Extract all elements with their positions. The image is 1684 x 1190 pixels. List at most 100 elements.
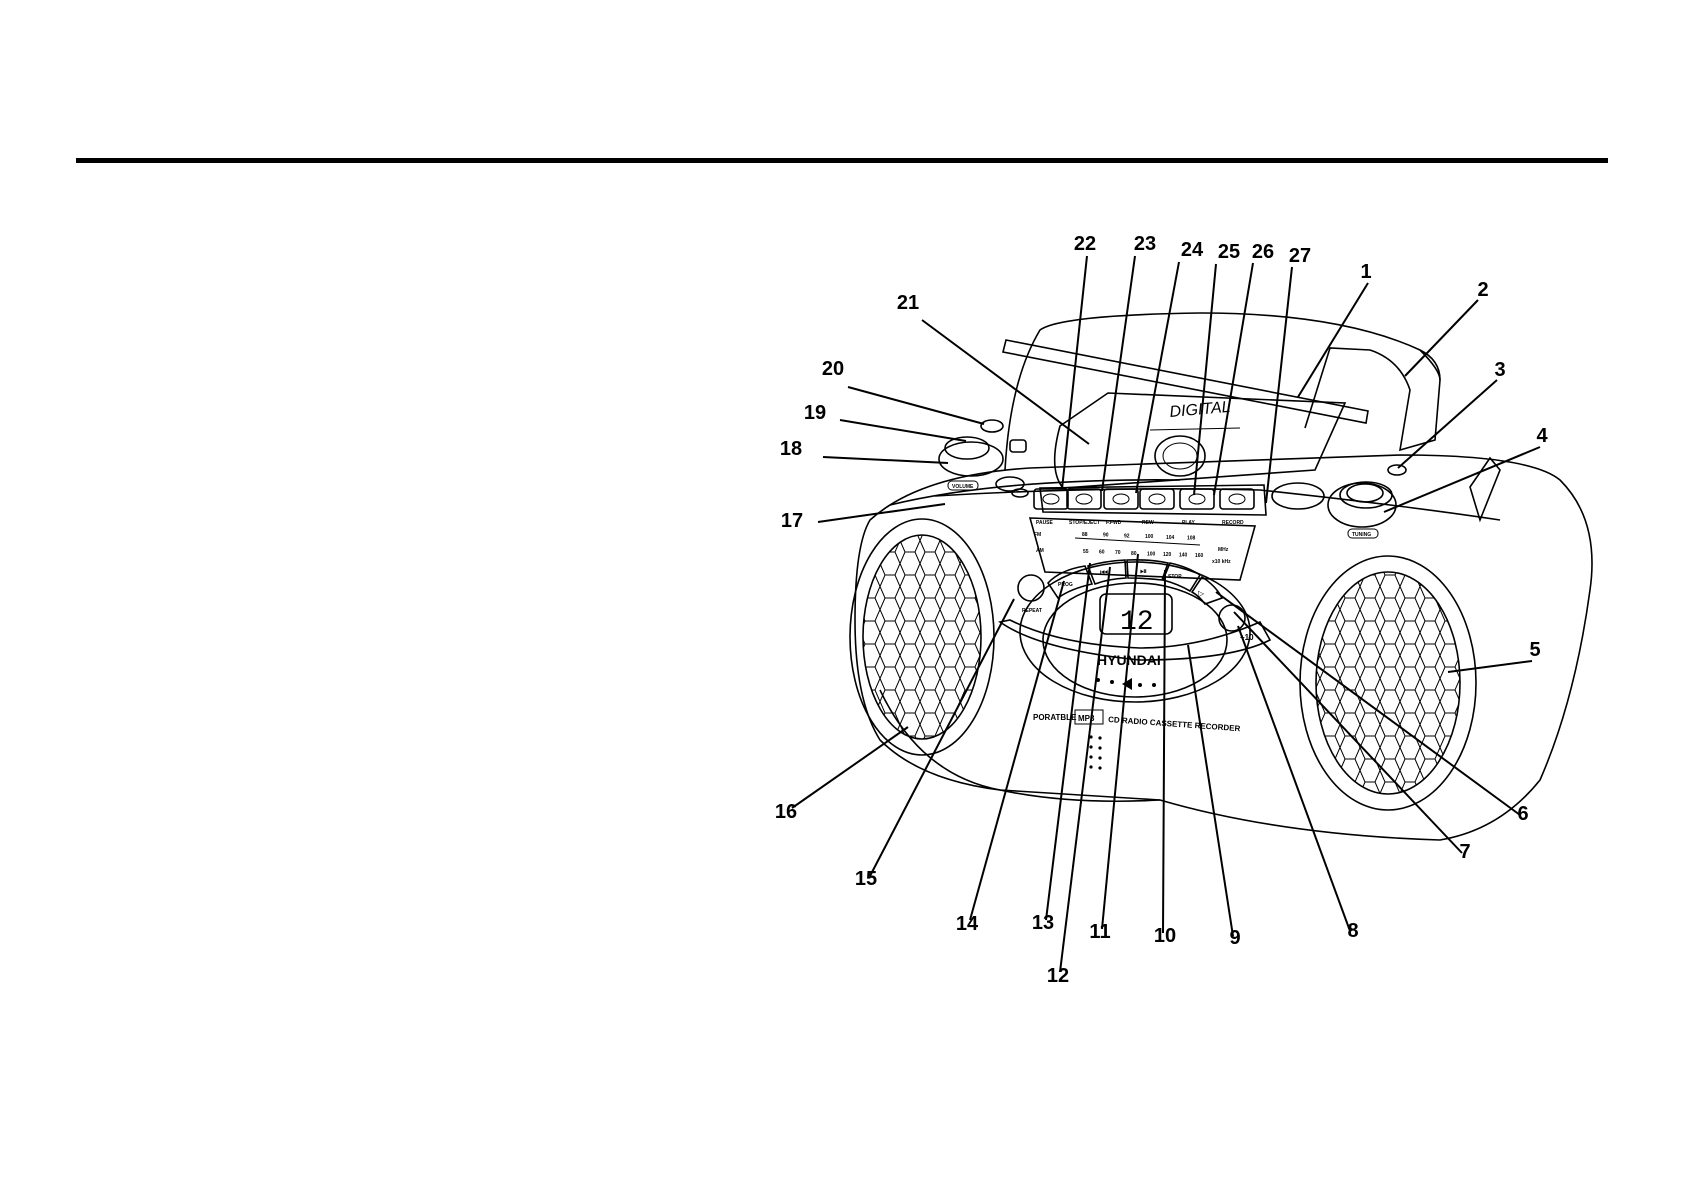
callout-8: 8 bbox=[1347, 920, 1358, 942]
callout-3: 3 bbox=[1494, 359, 1505, 381]
tuning-label-box bbox=[1347, 528, 1379, 539]
product-line-mp3: MP3 bbox=[1078, 714, 1095, 723]
leader-line-24 bbox=[1135, 261, 1180, 494]
callout-4: 4 bbox=[1536, 425, 1548, 447]
cassette-rew-button[interactable] bbox=[1139, 488, 1175, 510]
leader-line-6 bbox=[1215, 591, 1521, 816]
callout-12: 12 bbox=[1047, 965, 1069, 987]
fm-tick-5: 108 bbox=[1187, 536, 1196, 542]
cassette-f-fwd-button[interactable] bbox=[1103, 488, 1139, 510]
leader-line-27 bbox=[1265, 266, 1293, 504]
unit-mhz: MHz bbox=[1218, 547, 1229, 553]
skip-plus-10-button[interactable] bbox=[1218, 604, 1246, 632]
cassette-stop-eject-button[interactable] bbox=[1066, 488, 1102, 510]
leader-line-4 bbox=[1383, 446, 1541, 513]
volume-knob[interactable] bbox=[938, 441, 1004, 477]
play-mode-button[interactable]: ▷ bbox=[1190, 575, 1224, 605]
cassette-label-0: PAUSE bbox=[1036, 520, 1054, 526]
band-am-label: AM bbox=[1036, 548, 1044, 554]
header-rule bbox=[76, 158, 1608, 163]
fm-tick-2: 92 bbox=[1124, 533, 1130, 539]
callout-20: 20 bbox=[822, 358, 844, 380]
callout-7: 7 bbox=[1459, 841, 1470, 863]
leader-line-20 bbox=[847, 386, 985, 425]
fm-tick-3: 100 bbox=[1145, 534, 1154, 540]
leader-line-16 bbox=[791, 726, 909, 809]
callout-16: 16 bbox=[775, 801, 797, 823]
callout-25: 25 bbox=[1218, 241, 1240, 263]
am-tick-5: 120 bbox=[1163, 552, 1172, 558]
callout-23: 23 bbox=[1134, 233, 1156, 255]
fm-tick-1: 90 bbox=[1103, 533, 1109, 539]
callout-21: 21 bbox=[897, 292, 919, 314]
tuning-knob[interactable] bbox=[1327, 482, 1397, 528]
skip-back-button[interactable]: ⏮ bbox=[1086, 559, 1127, 586]
callout-18: 18 bbox=[780, 438, 802, 460]
band-fm-label: FM bbox=[1034, 532, 1041, 538]
leader-line-26 bbox=[1213, 262, 1254, 496]
stop-button[interactable]: STOP bbox=[1161, 562, 1202, 593]
leader-line-25 bbox=[1193, 263, 1217, 496]
callout-19: 19 bbox=[804, 402, 826, 424]
leader-line-7 bbox=[1233, 611, 1463, 854]
right-speaker-grille bbox=[1316, 572, 1460, 794]
volume-label: VOLUME bbox=[952, 484, 974, 490]
product-line-b: CD RADIO CASSETTE RECORDER bbox=[1108, 715, 1241, 733]
callout-27: 27 bbox=[1289, 245, 1311, 267]
leader-line-12 bbox=[1059, 566, 1111, 973]
cassette-pause-button[interactable] bbox=[1033, 488, 1069, 510]
callout-5: 5 bbox=[1529, 639, 1540, 661]
am-tick-6: 140 bbox=[1179, 553, 1188, 559]
brand-label: HYUNDAI bbox=[1097, 652, 1161, 668]
am-tick-2: 70 bbox=[1115, 550, 1121, 556]
feature-dots bbox=[1089, 735, 1102, 770]
leader-line-11 bbox=[1101, 553, 1139, 930]
leader-line-14 bbox=[969, 580, 1065, 921]
callout-9: 9 bbox=[1229, 927, 1240, 949]
unit-khz: x10 kHz bbox=[1212, 559, 1231, 565]
leader-line-3 bbox=[1397, 379, 1498, 469]
prog-label: PROG bbox=[1058, 582, 1073, 588]
cd-control-panel bbox=[1019, 561, 1251, 703]
callout-2: 2 bbox=[1477, 279, 1488, 301]
am-tick-7: 160 bbox=[1195, 553, 1204, 559]
callout-13: 13 bbox=[1032, 912, 1054, 934]
fm-tick-0: 88 bbox=[1082, 532, 1088, 538]
leader-line-13 bbox=[1045, 562, 1091, 921]
am-tick-3: 80 bbox=[1131, 551, 1137, 557]
cd-logo bbox=[1154, 435, 1206, 477]
leader-line-23 bbox=[1101, 255, 1136, 492]
cassette-play-button[interactable] bbox=[1179, 488, 1215, 510]
cd-button-row: PROG ⏮ ⏯ STOP ▷ bbox=[1046, 559, 1224, 605]
repeat-label: REPEAT bbox=[1022, 608, 1042, 614]
leader-line-22 bbox=[1061, 255, 1088, 490]
callout-14: 14 bbox=[956, 913, 979, 935]
cassette-record-button[interactable] bbox=[1219, 488, 1255, 510]
svg-text:⏯: ⏯ bbox=[1140, 567, 1147, 577]
callout-15: 15 bbox=[855, 868, 877, 890]
leader-line-5 bbox=[1447, 660, 1533, 673]
leader-line-19 bbox=[839, 419, 967, 442]
prog-button[interactable]: PROG bbox=[1046, 565, 1094, 600]
leader-line-1 bbox=[1297, 282, 1369, 398]
leader-lines bbox=[791, 255, 1541, 973]
callout-24: 24 bbox=[1181, 239, 1204, 261]
cassette-label-5: RECORD bbox=[1222, 520, 1244, 526]
boombox-drawing: DIGITAL 12 bbox=[849, 312, 1593, 841]
stop-label: STOP bbox=[1168, 574, 1182, 580]
cd-lid-text: DIGITAL bbox=[1169, 399, 1231, 421]
leader-line-21 bbox=[921, 319, 1090, 445]
am-tick-1: 60 bbox=[1099, 550, 1105, 556]
cassette-label-4: PLAY bbox=[1182, 520, 1196, 526]
leader-line-8 bbox=[1237, 625, 1351, 932]
fm-tick-4: 104 bbox=[1166, 535, 1175, 541]
callout-26: 26 bbox=[1252, 241, 1274, 263]
callout-11: 11 bbox=[1089, 921, 1110, 943]
lcd-display-value: 12 bbox=[1120, 607, 1154, 638]
leader-line-15 bbox=[869, 598, 1015, 877]
repeat-button[interactable] bbox=[1017, 574, 1045, 602]
mp3-badge bbox=[1074, 709, 1104, 725]
skip-plus-10-label: +10 bbox=[1240, 633, 1254, 642]
